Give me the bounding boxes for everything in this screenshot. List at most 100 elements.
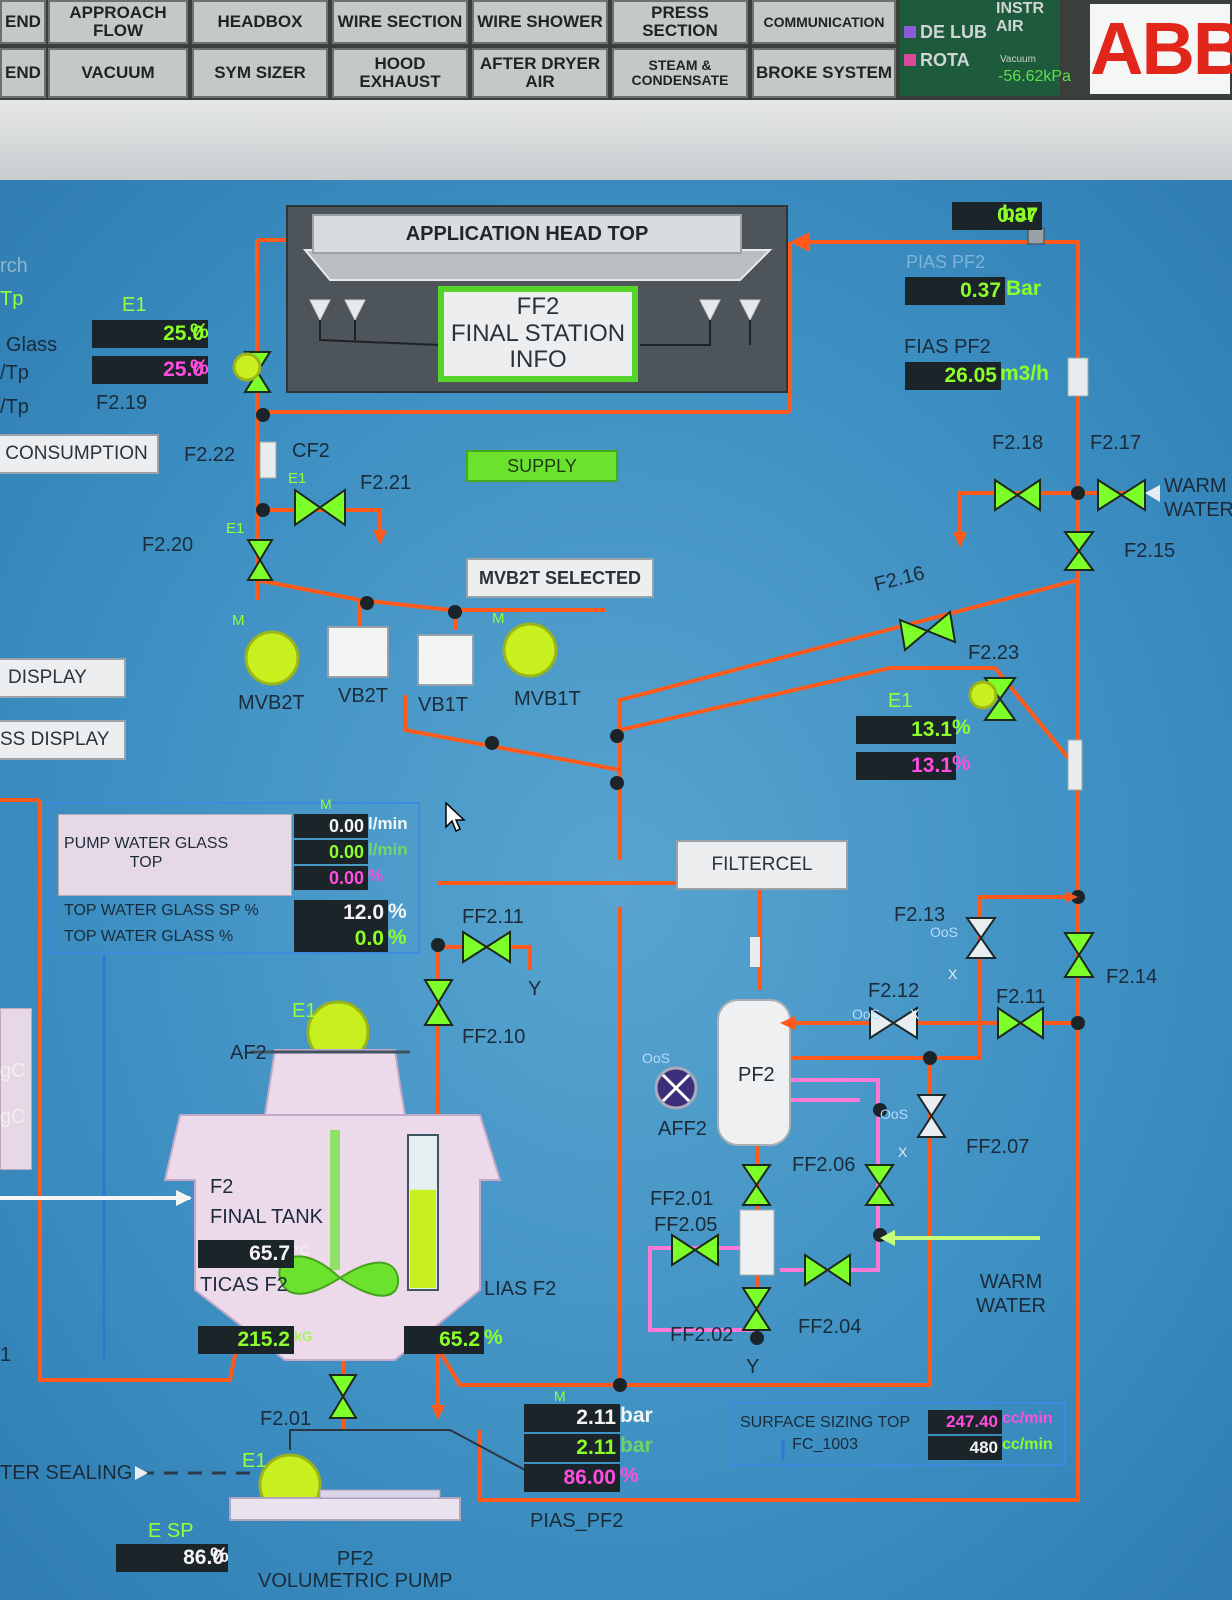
abb-logo: ABB: [1090, 4, 1232, 94]
ss-display-button[interactable]: SS DISPLAY: [0, 720, 126, 760]
valve-f221[interactable]: [294, 488, 346, 527]
nav-steam-condensate[interactable]: STEAM & CONDENSATE: [612, 48, 748, 98]
valve-ff201[interactable]: [741, 1164, 772, 1206]
nav-wire-shower[interactable]: WIRE SHOWER: [472, 0, 608, 44]
label-e1-pf2: E1: [242, 1450, 267, 1472]
label-cf2: CF2: [292, 440, 330, 462]
pias-pf2-value-3: 86.00: [524, 1464, 620, 1492]
f223-unit-green: %: [952, 716, 971, 739]
valve-f212[interactable]: [869, 1006, 918, 1040]
label-ff207-oos: OoS: [880, 1106, 909, 1122]
junction: [610, 776, 624, 790]
nav-communication[interactable]: COMMUNICATION: [752, 0, 896, 44]
filtercel-button[interactable]: FILTERCEL: [676, 840, 848, 890]
top-water-glass-label: TOP WATER GLASS %: [64, 928, 234, 945]
pipe-f216: [618, 578, 1079, 770]
label-f217: F2.17: [1090, 432, 1142, 454]
top-water-glass-sp-value[interactable]: 12.0: [294, 900, 388, 926]
arrow-return: [790, 232, 810, 252]
junctions: [256, 408, 1085, 1392]
arrow-tank-in: [431, 1405, 445, 1420]
agitator-shaft: [330, 1130, 340, 1270]
status-panel: INSTR AIR DE LUB ROTA Vacuum -56.62kPa: [900, 0, 1071, 96]
motor-mvb2t[interactable]: [244, 630, 300, 686]
label-ff207: FF2.07: [966, 1136, 1030, 1158]
label-mvb1t: MVB1T: [514, 688, 581, 710]
pump-connector: [289, 1429, 526, 1471]
valve-f220[interactable]: [246, 539, 274, 581]
pump-water-m-tag: M: [320, 796, 332, 812]
valve-ff211[interactable]: [462, 930, 511, 964]
valve-f211[interactable]: [997, 1006, 1044, 1040]
valve-f201[interactable]: [328, 1374, 358, 1419]
surface-sizing-value-2[interactable]: 480: [928, 1436, 1002, 1460]
label-ter-sealing: TER SEALING: [0, 1462, 133, 1484]
pipe-left-loop: [38, 800, 242, 1382]
flowmeter-fias-pf2: [1067, 357, 1089, 397]
screen-vb1t: [417, 634, 474, 686]
nav-headbox[interactable]: HEADBOX: [192, 0, 328, 44]
valve-ff206[interactable]: [864, 1164, 895, 1206]
filtercel-inlet: [750, 937, 760, 967]
nav-end-2[interactable]: END: [0, 48, 46, 98]
pipe-ff211-top: [438, 881, 762, 990]
left-text-3: Glass: [6, 334, 58, 356]
pias-pf2-unit: Bar: [1006, 277, 1042, 300]
consumption-button[interactable]: CONSUMPTION: [0, 434, 159, 474]
nav-end-1[interactable]: END: [0, 0, 46, 44]
valve-ff204[interactable]: [804, 1253, 851, 1287]
mvb2t-selected-button[interactable]: MVB2T SELECTED: [466, 558, 654, 598]
valve-f218[interactable]: [994, 478, 1041, 512]
nav-sym-sizer[interactable]: SYM SIZER: [192, 48, 328, 98]
label-vb1t: VB1T: [418, 694, 469, 716]
top-navigation-bar: END APPROACH FLOW HEADBOX WIRE SECTION W…: [0, 0, 1232, 100]
final-station-info-button[interactable]: FF2 FINAL STATION INFO: [438, 286, 638, 382]
label-lias-f2: LIAS F2: [484, 1278, 557, 1300]
esp-value[interactable]: 86.0: [116, 1544, 228, 1572]
pipe-pink-3: [648, 1246, 757, 1332]
valve-ff207[interactable]: [916, 1094, 947, 1138]
ff2-cartridge: [739, 1209, 775, 1276]
valve-ff202[interactable]: [741, 1287, 772, 1331]
nav-wire-section[interactable]: WIRE SECTION: [332, 0, 468, 44]
valve-f216[interactable]: [898, 610, 957, 652]
label-ff204: FF2.04: [798, 1316, 862, 1338]
label-ff202-y: Y: [746, 1356, 760, 1378]
display-button[interactable]: DISPLAY: [0, 658, 126, 698]
label-ff201: FF2.01: [650, 1188, 714, 1210]
valve-f213[interactable]: [965, 917, 997, 959]
pump-skid: [229, 1497, 461, 1521]
left-gc-1: gC: [0, 1060, 26, 1082]
valve-f215[interactable]: [1063, 531, 1095, 571]
pias-pf2-unit-2: bar: [620, 1434, 653, 1457]
arrow-warm-water2: [880, 1230, 895, 1246]
nav-after-dryer-air[interactable]: AFTER DRYER AIR: [472, 48, 608, 98]
nav-approach-flow[interactable]: APPROACH FLOW: [48, 0, 188, 44]
pump-water-glass-header: [58, 814, 292, 896]
supply-button[interactable]: SUPPLY: [466, 450, 618, 482]
tank-level-unit: %: [484, 1326, 503, 1349]
nav-vacuum[interactable]: VACUUM: [48, 48, 188, 98]
valve-ff205[interactable]: [671, 1233, 719, 1267]
pump-water-value-2: 0.00: [294, 840, 368, 864]
valve-f217[interactable]: [1097, 478, 1146, 512]
valve-f214[interactable]: [1063, 932, 1095, 978]
top-water-glass-value: 0.0: [294, 926, 388, 952]
flowmeter-cf2: [259, 441, 277, 479]
junction: [1071, 1016, 1085, 1030]
label-ff206: FF2.06: [792, 1154, 856, 1176]
fitting-f223: [1067, 739, 1083, 791]
pump-water-glass-title: PUMP WATER GLASS TOP: [64, 835, 229, 872]
rota-indicator: [904, 54, 916, 66]
label-warm-water-2: WARM WATER: [976, 1271, 1046, 1317]
motor-mvb1t[interactable]: [502, 622, 558, 678]
nav-broke-system[interactable]: BROKE SYSTEM: [752, 48, 896, 98]
aff2-cross: [661, 1073, 691, 1103]
valve-ff210[interactable]: [423, 979, 454, 1026]
label-e1-af2: E1: [292, 1000, 317, 1022]
f219-value-green: 25.0: [92, 320, 208, 348]
arrow-f221: [373, 530, 387, 545]
nav-hood-exhaust[interactable]: HOOD EXHAUST: [332, 48, 468, 98]
label-volumetric-pump: PF2 VOLUMETRIC PUMP: [258, 1548, 453, 1592]
nav-press-section[interactable]: PRESS SECTION: [612, 0, 748, 44]
